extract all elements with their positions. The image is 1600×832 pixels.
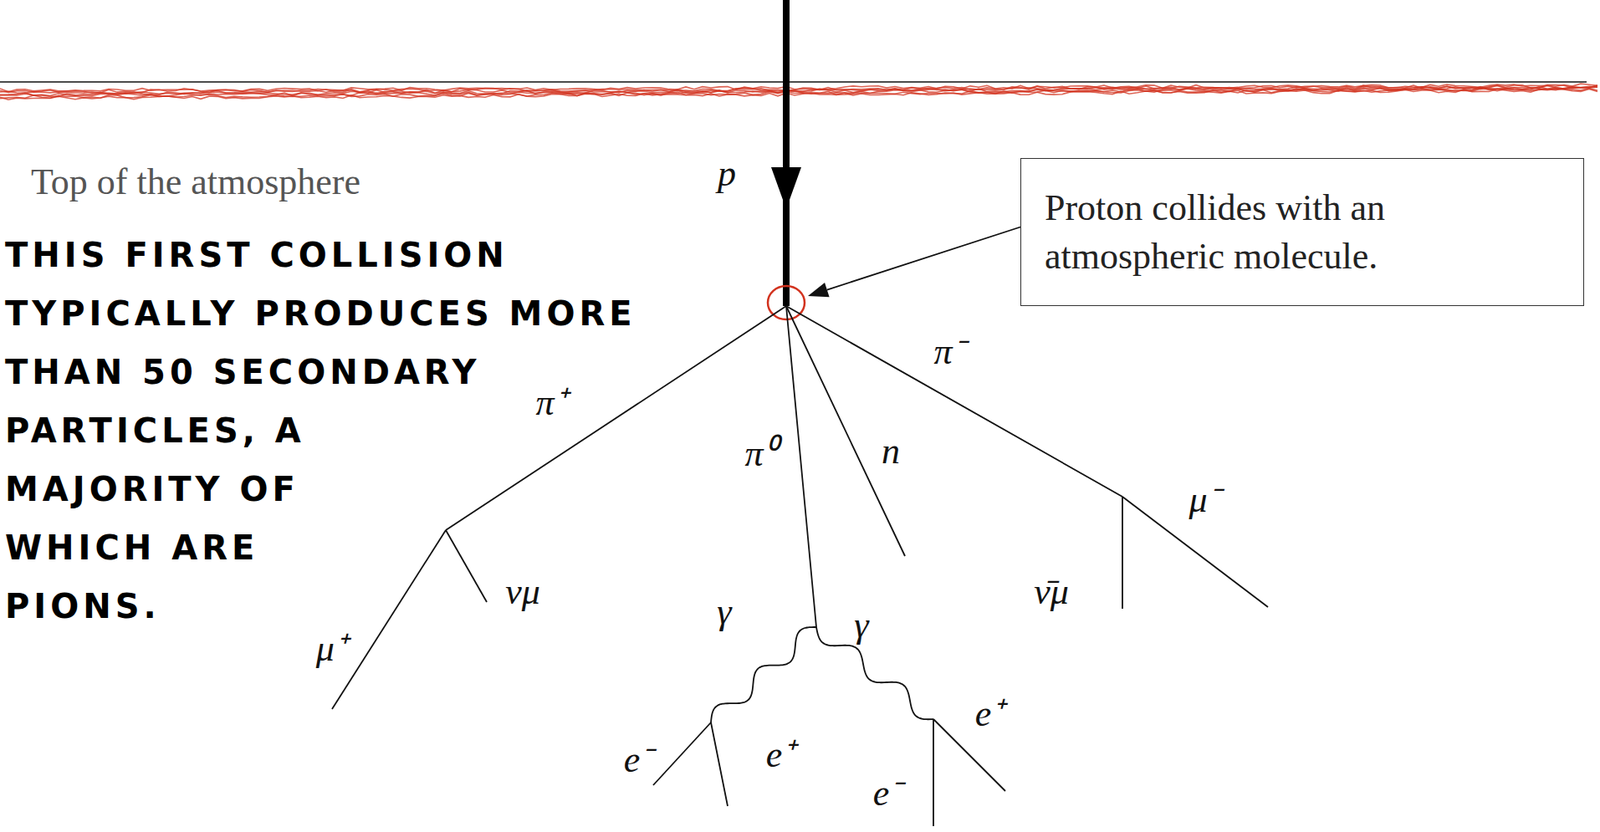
particle-label-wrap: π⁰: [744, 435, 776, 473]
region-label-wrap: Top of the atmosphere: [30, 160, 361, 205]
leader-arrowhead: [807, 282, 830, 297]
particle-label-wrap: p: [717, 155, 737, 193]
photon-wave: [816, 627, 934, 720]
particle-label: μ⁻: [1188, 479, 1220, 521]
particle-track: [332, 530, 446, 710]
red-scribble: [0, 88, 1598, 100]
particle-track: [932, 719, 935, 827]
particle-label: γ: [853, 604, 869, 646]
particle-track: [1121, 496, 1124, 609]
photon-wave: [710, 627, 817, 723]
particle-track: [445, 306, 787, 531]
particle-label: e⁺: [975, 693, 1005, 735]
particle-label: e⁺: [766, 734, 796, 776]
particle-track: [786, 306, 1123, 497]
particle-label-wrap: e⁻: [623, 741, 654, 779]
particle-label-wrap: μ⁺: [316, 630, 348, 668]
photon-tracks: [710, 627, 934, 723]
particle-label-wrap: n: [881, 433, 900, 471]
region-label: Top of the atmosphere: [30, 161, 361, 203]
particle-label-wrap: e⁺: [975, 695, 1005, 733]
particle-label-wrap: e⁻: [873, 775, 903, 813]
particle-label-wrap: γ: [716, 593, 731, 631]
particle-track: [786, 306, 905, 557]
particle-label: π⁰: [744, 433, 776, 475]
particle-label-wrap: ν̄μ: [1033, 573, 1069, 611]
particle-track: [786, 306, 817, 628]
particle-label: νμ: [505, 571, 541, 613]
callout-box: Proton collides with an atmospheric mole…: [1020, 158, 1585, 307]
particle-track: [445, 530, 487, 603]
particle-label-wrap: π⁻: [933, 333, 965, 371]
particle-label: ν̄μ: [1033, 571, 1069, 613]
particle-label: π⁺: [535, 382, 567, 424]
atmosphere-line: [0, 81, 1587, 83]
proton-track: [782, 0, 790, 307]
callout-text: Proton collides with an atmospheric mole…: [1044, 184, 1560, 280]
particle-track: [653, 722, 711, 786]
particle-label: e⁻: [873, 772, 903, 814]
particle-label: p: [717, 153, 737, 195]
particle-label-wrap: νμ: [505, 573, 541, 611]
particle-label-wrap: π⁺: [535, 384, 567, 422]
particle-label: γ: [716, 591, 731, 633]
red-scribble: [0, 88, 1598, 99]
note-text: THIS FIRST COLLISION TYPICALLY PRODUCES …: [5, 235, 637, 626]
particle-label: e⁻: [623, 739, 654, 781]
particle-label: π⁻: [933, 331, 965, 373]
particle-label: μ⁺: [316, 628, 348, 670]
proton-arrowhead: [771, 167, 802, 210]
particle-label: n: [881, 430, 900, 472]
particle-track: [710, 722, 728, 807]
particle-label-wrap: μ⁻: [1188, 481, 1220, 519]
particle-label-wrap: e⁺: [766, 736, 796, 774]
particle-label-wrap: γ: [853, 607, 869, 645]
leader-line: [827, 227, 1021, 291]
